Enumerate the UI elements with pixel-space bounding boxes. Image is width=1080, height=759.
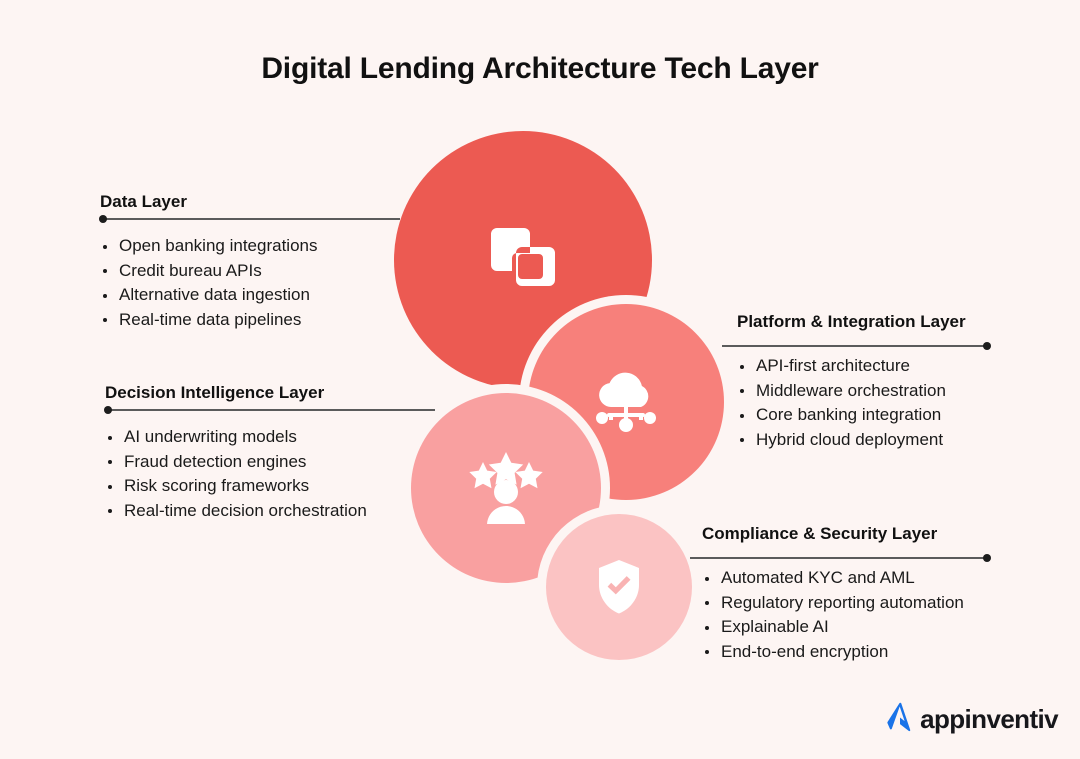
connector-dot xyxy=(983,554,991,562)
layer-block-data: Data Layer Open banking integrations Cre… xyxy=(100,192,317,332)
page-title: Digital Lending Architecture Tech Layer xyxy=(261,52,819,85)
connector-decision-layer xyxy=(104,406,435,414)
list-item: Real-time decision orchestration xyxy=(105,499,367,524)
list-item: Core banking integration xyxy=(737,403,966,428)
layer-items-compliance: Automated KYC and AML Regulatory reporti… xyxy=(702,566,964,664)
user-rating-stars-icon xyxy=(467,452,545,524)
list-item: Credit bureau APIs xyxy=(100,259,317,284)
list-item: Alternative data ingestion xyxy=(100,283,317,308)
appinventiv-arrow-logo-icon xyxy=(882,700,916,739)
bubble-platform-layer[interactable] xyxy=(528,304,724,500)
list-item: Fraud detection engines xyxy=(105,450,367,475)
connector-dot xyxy=(983,342,991,350)
cloud-network-icon xyxy=(591,371,661,433)
layer-title-data: Data Layer xyxy=(100,192,187,211)
list-item: Middleware orchestration xyxy=(737,379,966,404)
layer-items-data: Open banking integrations Credit bureau … xyxy=(100,234,317,332)
brand-logo: appinventiv xyxy=(882,700,1059,739)
logo-wordmark: appinventiv xyxy=(920,704,1058,734)
layer-items-decision: AI underwriting models Fraud detection e… xyxy=(105,425,367,523)
list-item: End-to-end encryption xyxy=(702,640,964,665)
connector-platform-layer xyxy=(722,342,991,350)
list-item: Real-time data pipelines xyxy=(100,308,317,333)
layer-block-platform: Platform & Integration Layer API-first a… xyxy=(737,312,966,452)
layer-items-platform: API-first architecture Middleware orches… xyxy=(737,354,966,452)
connector-dot xyxy=(104,406,112,414)
list-item: Risk scoring frameworks xyxy=(105,474,367,499)
connector-compliance-layer xyxy=(690,554,991,562)
list-item: Open banking integrations xyxy=(100,234,317,259)
overlapping-squares-icon xyxy=(484,221,562,299)
list-item: Explainable AI xyxy=(702,615,964,640)
list-item: AI underwriting models xyxy=(105,425,367,450)
connector-dot xyxy=(99,215,107,223)
layer-block-compliance: Compliance & Security Layer Automated KY… xyxy=(702,524,964,664)
layer-title-platform: Platform & Integration Layer xyxy=(737,312,966,331)
layer-title-compliance: Compliance & Security Layer xyxy=(702,524,938,543)
layer-title-decision: Decision Intelligence Layer xyxy=(105,383,325,402)
shield-check-icon xyxy=(594,559,644,615)
list-item: API-first architecture xyxy=(737,354,966,379)
list-item: Regulatory reporting automation xyxy=(702,591,964,616)
list-item: Hybrid cloud deployment xyxy=(737,428,966,453)
layer-block-decision: Decision Intelligence Layer AI underwrit… xyxy=(105,383,367,523)
list-item: Automated KYC and AML xyxy=(702,566,964,591)
connector-data-layer xyxy=(99,215,400,223)
bubble-compliance-layer[interactable] xyxy=(546,514,692,660)
